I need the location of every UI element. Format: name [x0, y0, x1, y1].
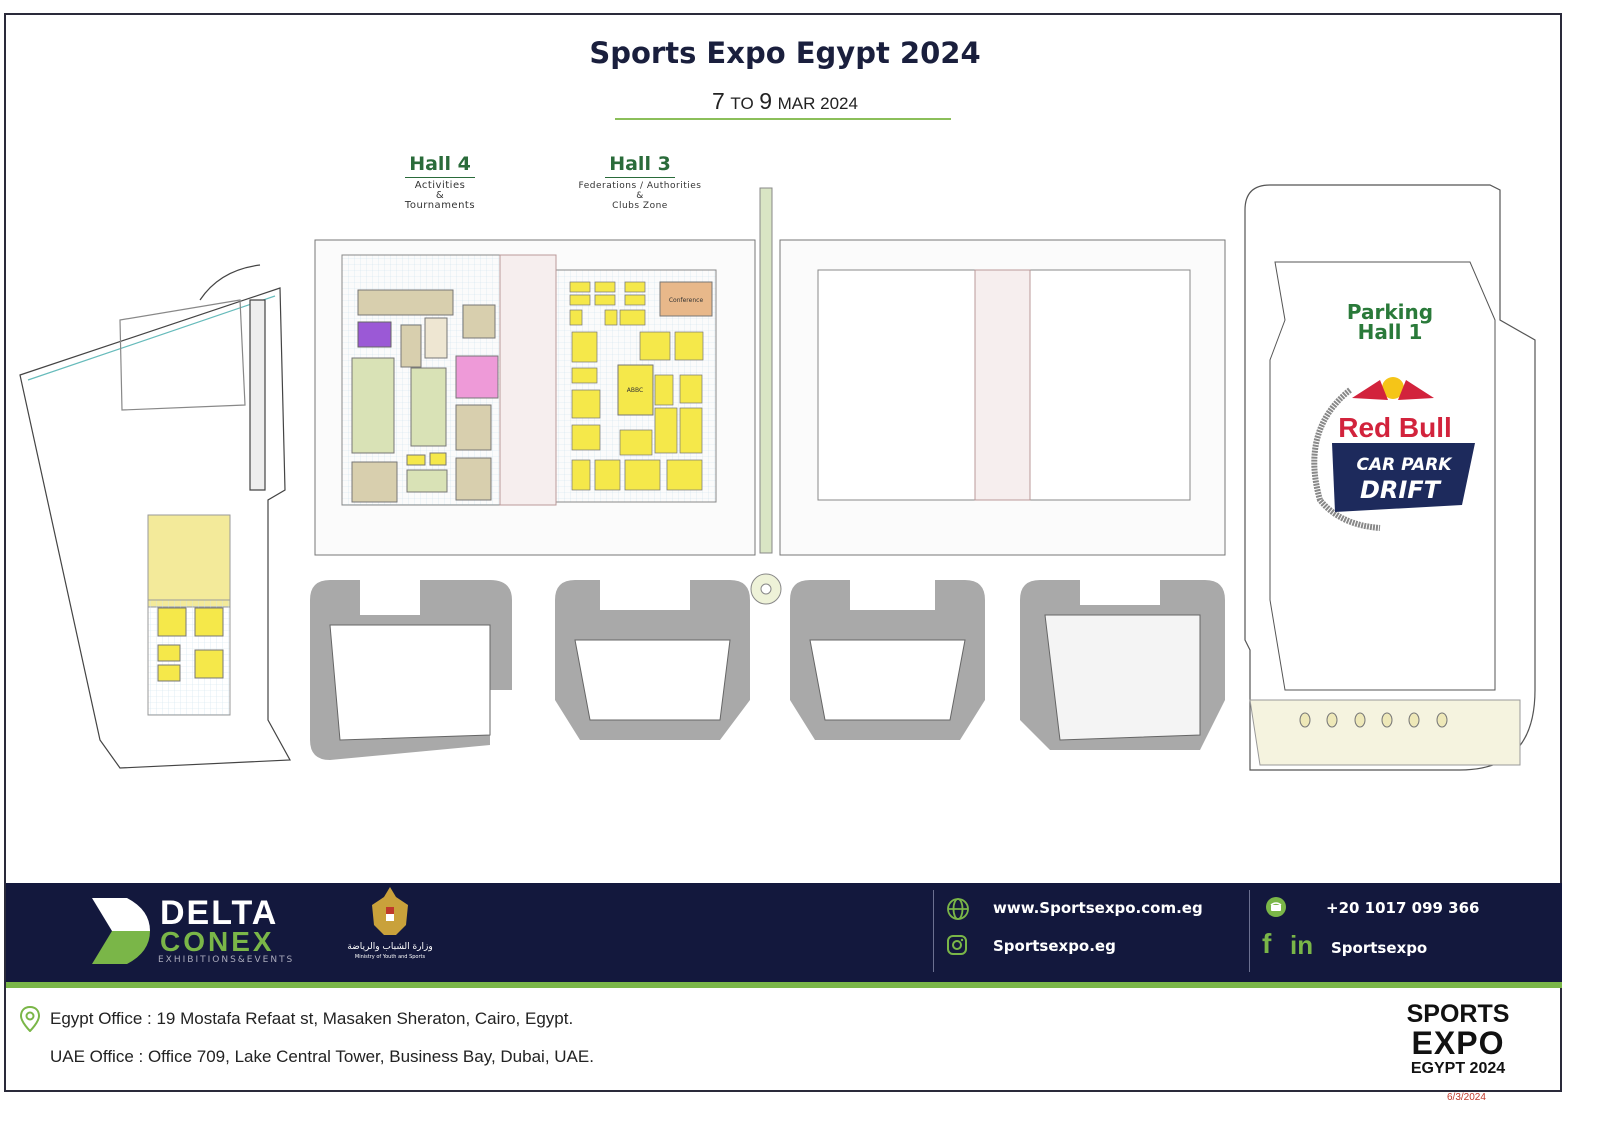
egypt-office-address: Egypt Office : 19 Mostafa Refaat st, Mas…	[50, 1009, 574, 1028]
stall	[157, 607, 187, 637]
hall-floor-empty	[1029, 269, 1191, 501]
logo-line2: EXPO	[1411, 1025, 1505, 1061]
red-bull-text: Red Bull	[1338, 412, 1452, 443]
drift-text: DRIFT	[1360, 476, 1442, 504]
zone-pink	[455, 355, 499, 399]
padel-court	[406, 469, 448, 493]
hall-4-sub1: Activities	[414, 180, 466, 191]
footer-divider	[933, 890, 934, 972]
zone	[351, 461, 398, 503]
globe-icon	[947, 898, 969, 920]
stall	[429, 452, 447, 466]
conference-zone	[659, 281, 713, 317]
title-divider	[615, 118, 951, 120]
hall-4-sub3: Tournaments	[404, 200, 476, 211]
central-walkway	[759, 187, 773, 554]
conference-label: Conference	[669, 297, 704, 304]
date-from: 7	[712, 88, 725, 114]
phone-icon	[1266, 897, 1286, 917]
social-handle[interactable]: Sportsexpo	[1331, 939, 1428, 957]
linkedin-icon: in	[1290, 930, 1314, 960]
facebook-icon: f	[1262, 928, 1272, 959]
hall-4-sub2: &	[435, 190, 445, 201]
stall	[194, 649, 224, 679]
document-date: 6/3/2024	[1447, 1092, 1486, 1103]
hall-3-label: Hall 3 Federations / Authorities & Clubs…	[560, 153, 720, 211]
company-tagline: EXHIBITIONS&EVENTS	[158, 955, 295, 965]
company-name-line1: DELTA	[160, 894, 279, 932]
company-name-line2: CONEX	[160, 926, 275, 957]
phone-number[interactable]: +20 1017 099 366	[1326, 899, 1480, 917]
instagram-handle[interactable]: Sportsexpo.eg	[993, 937, 1116, 955]
hall-3-sub2: &	[636, 191, 644, 201]
ministry-arabic: وزارة الشباب والرياضة	[347, 942, 433, 952]
parking-line1: Parking	[1346, 300, 1434, 324]
event-dates: 7 TO 9 MAR 2024	[0, 88, 1570, 115]
red-bull-car-park-drift-logo: Red Bull CAR PARK DRIFT	[1311, 377, 1475, 531]
date-to-word: TO	[730, 94, 754, 113]
zone-purple	[357, 321, 392, 348]
footer-band	[6, 883, 1562, 982]
zone	[462, 304, 496, 339]
zone	[400, 324, 422, 368]
planters	[1299, 712, 1448, 728]
left-annex-stage-zone	[147, 514, 231, 608]
hall-3-stalls	[569, 281, 704, 491]
zone	[357, 289, 454, 316]
date-month-year: MAR 2024	[777, 94, 858, 113]
futsal-court	[351, 357, 395, 454]
zone	[455, 404, 492, 451]
parking-hall-1-label: Parking Hall 1	[1330, 302, 1450, 342]
stall	[406, 454, 426, 466]
stall	[194, 607, 224, 637]
abbc-zone	[617, 364, 654, 416]
stall	[157, 664, 181, 682]
logo-line3: EGYPT 2024	[1410, 1060, 1506, 1077]
hall-4-name: Hall 4	[405, 153, 475, 178]
hall-4-label: Hall 4 Activities & Tournaments	[380, 153, 500, 211]
basketball-court	[410, 367, 447, 447]
egypt-eagle-emblem-icon	[372, 887, 408, 935]
zone	[455, 457, 492, 501]
hall-3-sub3: Clubs Zone	[612, 201, 668, 211]
hall-3-sub1: Federations / Authorities	[578, 181, 702, 191]
website-link[interactable]: www.Sportsexpo.com.eg	[993, 899, 1203, 917]
car-park-text: CAR PARK	[1357, 455, 1454, 475]
footer-accent-stripe	[6, 982, 1562, 988]
delta-conex-logo-mark	[92, 898, 150, 964]
page-title: Sports Expo Egypt 2024	[589, 36, 981, 70]
hall-connector	[974, 269, 1031, 501]
stall	[157, 644, 181, 662]
logo-line1: SPORTS	[1406, 1000, 1510, 1028]
parking-line2: Hall 1	[1357, 320, 1423, 344]
uae-office-address: UAE Office : Office 709, Lake Central To…	[50, 1047, 594, 1066]
hall-3-name: Hall 3	[605, 153, 675, 178]
hall-floor-empty	[817, 269, 976, 501]
footer-divider	[1249, 890, 1250, 972]
date-to: 9	[759, 88, 773, 114]
instagram-icon	[947, 935, 967, 955]
sports-expo-logo: SPORTS EXPO EGYPT 2024	[1393, 1002, 1523, 1078]
ministry-english: Ministry of Youth and Sports	[354, 954, 426, 960]
hall-connector	[499, 254, 557, 506]
abbc-label: ABBC	[627, 387, 643, 394]
ministry-label: وزارة الشباب والرياضة Ministry of Youth …	[345, 942, 435, 961]
map-frame	[4, 13, 1562, 1092]
zone	[424, 317, 448, 359]
location-pin-icon	[20, 1006, 40, 1032]
left-annex-building	[19, 264, 291, 769]
